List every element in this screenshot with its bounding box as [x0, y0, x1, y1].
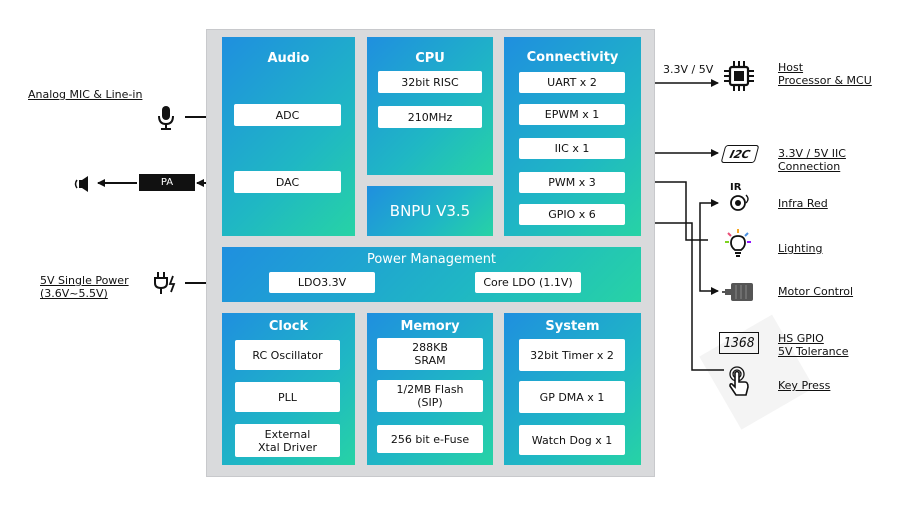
infra-red-icon: IR — [728, 182, 752, 214]
audio-title: Audio — [267, 51, 310, 66]
finger-press-icon — [729, 366, 749, 396]
system-item: Watch Dog x 1 — [519, 425, 625, 455]
power-plug-icon — [154, 272, 176, 294]
memory-item: 256 bit e-Fuse — [377, 425, 483, 453]
system-title: System — [545, 319, 600, 334]
audio-block: Audio ADC DAC — [222, 37, 355, 236]
system-block: System 32bit Timer x 2 GP DMA x 1 Watch … — [504, 313, 641, 465]
power-block: Power Management LDO3.3V Core LDO (1.1V) — [222, 247, 641, 302]
power-item: LDO3.3V — [269, 272, 375, 293]
key-press-label: Key Press — [778, 379, 831, 392]
ir-icon-text: IR — [730, 182, 742, 193]
clock-block: Clock RC Oscillator PLL External Xtal Dr… — [222, 313, 355, 465]
power-title: Power Management — [366, 252, 497, 267]
hs-gpio-label: HS GPIO 5V Tolerance — [778, 332, 849, 358]
connectivity-item: UART x 2 — [519, 72, 625, 93]
connectivity-item: EPWM x 1 — [519, 104, 625, 125]
uart-voltage-label: 3.3V / 5V — [663, 63, 714, 76]
cpu-item: 210MHz — [378, 106, 482, 128]
clock-title: Clock — [268, 319, 309, 334]
clock-item: PLL — [235, 382, 340, 412]
lighting-label: Lighting — [778, 242, 823, 255]
seven-segment-display-icon: 1368 — [719, 332, 759, 354]
connectivity-item: IIC x 1 — [519, 138, 625, 159]
dac-box: DAC — [234, 171, 341, 193]
analog-mic-label: Analog MIC & Line-in — [28, 88, 143, 101]
motor-icon — [722, 283, 753, 301]
cpu-item: 32bit RISC — [378, 71, 482, 93]
i2c-icon: I2C — [720, 145, 760, 163]
pwm-to-ir-line — [699, 199, 719, 240]
bnpu-title: BNPU V3.5 — [389, 202, 471, 220]
adc-box: ADC — [234, 104, 341, 126]
pwm-branch-line — [628, 181, 708, 241]
host-label: Host Processor & MCU — [778, 61, 872, 87]
system-item: GP DMA x 1 — [519, 381, 625, 413]
light-bulb-icon — [725, 229, 751, 257]
power-input-label: 5V Single Power (3.6V~5.5V) — [40, 274, 129, 300]
clock-item: RC Oscillator — [235, 340, 340, 370]
memory-title: Memory — [400, 319, 460, 334]
connectivity-item: GPIO x 6 — [519, 204, 625, 225]
microphone-icon — [158, 106, 174, 130]
chip-icon — [724, 61, 754, 91]
cpu-block: CPU 32bit RISC 210MHz — [367, 37, 493, 175]
memory-item: 1/2MB Flash (SIP) — [377, 380, 483, 412]
motor-control-label: Motor Control — [778, 285, 854, 298]
connectivity-item: PWM x 3 — [519, 172, 625, 193]
bnpu-block: BNPU V3.5 — [367, 186, 493, 236]
power-item: Core LDO (1.1V) — [475, 272, 581, 293]
pa-box: PA — [139, 174, 195, 191]
gpio-line — [626, 219, 724, 371]
connectivity-title: Connectivity — [526, 50, 619, 65]
system-item: 32bit Timer x 2 — [519, 339, 625, 371]
clock-item: External Xtal Driver — [235, 424, 340, 457]
memory-item: 288KB SRAM — [377, 338, 483, 370]
memory-block: Memory 288KB SRAM 1/2MB Flash (SIP) 256 … — [367, 313, 493, 465]
pwm-to-motor-line — [699, 240, 719, 295]
cpu-title: CPU — [415, 51, 445, 66]
i2c-label: 3.3V / 5V IIC Connection — [778, 147, 846, 173]
i2c-icon-text: I2C — [728, 147, 752, 161]
seg-display-text: 1368 — [723, 335, 755, 351]
connectivity-block: Connectivity UART x 2 EPWM x 1 IIC x 1 P… — [504, 37, 641, 236]
infra-red-label: Infra Red — [778, 197, 828, 210]
speaker-icon — [74, 176, 88, 192]
